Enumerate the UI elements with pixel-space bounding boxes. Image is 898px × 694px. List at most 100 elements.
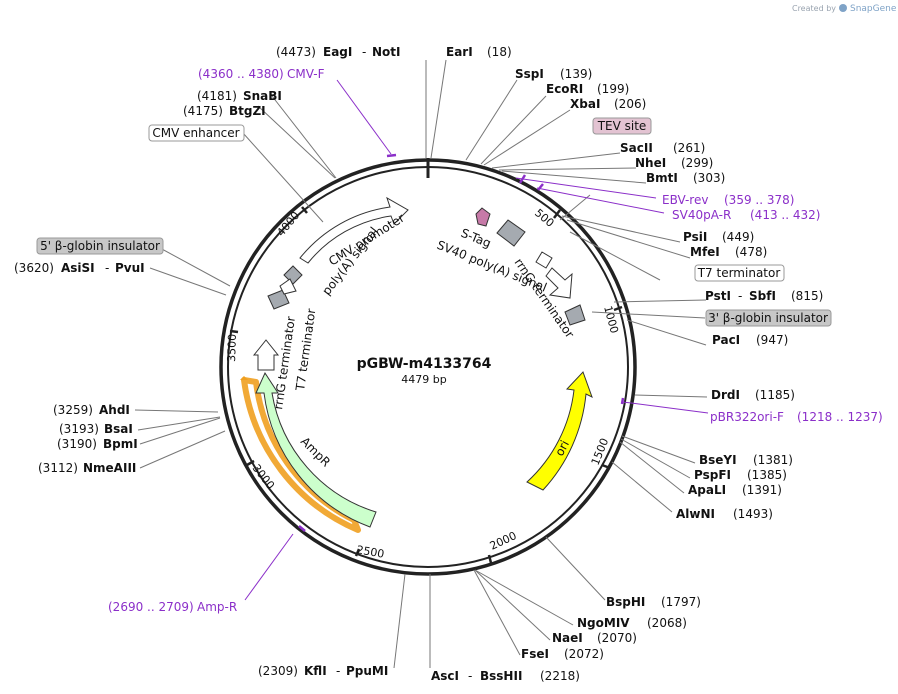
rrng-left-label: rrnG terminator (271, 315, 298, 410)
eari-pos: (18) (487, 45, 512, 59)
naei-label[interactable]: NaeI (552, 631, 583, 645)
sbfi-label[interactable]: SbfI (749, 289, 776, 303)
paci-label[interactable]: PacI (712, 333, 740, 347)
asisi-pvui-sep: - (105, 261, 109, 275)
nmeaiii-label[interactable]: NmeAIII (83, 461, 136, 475)
sspi-label[interactable]: SspI (515, 67, 544, 81)
ppumi-label[interactable]: PpuMI (346, 664, 388, 678)
globin3-box (705, 309, 832, 327)
naei-pos: (2070) (597, 631, 637, 645)
tev-site-box (592, 117, 652, 135)
credit-prefix: Created by (792, 4, 836, 13)
mfei-label[interactable]: MfeI (690, 245, 720, 259)
rrng-right-arrow (545, 267, 573, 299)
sv40pa-r-label[interactable]: SV40pA-R (672, 208, 731, 222)
eagi-pos: (4473) (276, 45, 316, 59)
kfli-pos: (2309) (258, 664, 298, 678)
kfli-label[interactable]: KflI (304, 664, 327, 678)
t7-terminator-box (694, 264, 785, 282)
ecori-label[interactable]: EcoRI (546, 82, 583, 96)
ahdi-pos: (3259) (53, 403, 93, 417)
snabi-pos: (4181) (197, 89, 237, 103)
credit-brand: SnapGene (850, 4, 897, 14)
feature-gray-box-2 (267, 289, 290, 310)
ampr-highlight-tip (240, 376, 248, 380)
tick-label-3500: 3500 (225, 334, 239, 362)
bsphi-label[interactable]: BspHI (606, 595, 645, 609)
drdi-label[interactable]: DrdI (711, 388, 740, 402)
cmv-promoter-arrow (299, 196, 409, 264)
bmti-label[interactable]: BmtI (646, 171, 678, 185)
globin5-label: 5' β-globin insulator (40, 239, 160, 253)
cmv-enhancer-box (148, 124, 245, 142)
asci-label[interactable]: AscI (431, 669, 459, 683)
snapgene-logo-icon (839, 4, 847, 12)
tick-label-2000: 2000 (488, 529, 519, 553)
tev-site-label: TEV site (597, 119, 647, 133)
ngomiv-label[interactable]: NgoMIV (577, 616, 630, 630)
asisi-label[interactable]: AsiSI (61, 261, 95, 275)
bpmi-label[interactable]: BpmI (103, 437, 138, 451)
eagi-label[interactable]: EagI (323, 45, 352, 59)
pbr322-range: (1218 .. 1237) (797, 410, 883, 424)
btgzi-pos: (4175) (183, 104, 223, 118)
ebv-rev-label[interactable]: EBV-rev (662, 193, 708, 207)
leader-lines (134, 59, 708, 669)
cmv-f-label[interactable]: CMV-F (287, 67, 325, 81)
cmv-enhancer-label: CMV enhancer (152, 126, 239, 140)
fsei-label[interactable]: FseI (521, 647, 549, 661)
pvui-label[interactable]: PvuI (115, 261, 145, 275)
pbr322-label[interactable]: pBR322ori-F (710, 410, 784, 424)
cmv-f-range: (4360 .. 4380) (198, 67, 284, 81)
ori-arrow (526, 371, 593, 491)
psii-pos: (449) (722, 230, 754, 244)
xbai-label[interactable]: XbaI (570, 97, 600, 111)
globin3-label: 3' β-globin insulator (708, 311, 828, 325)
nhei-label[interactable]: NheI (635, 156, 666, 170)
insulator-3-box (564, 304, 586, 326)
asci-pos: (2218) (540, 669, 580, 683)
sacii-label[interactable]: SacII (620, 141, 653, 155)
pspfi-label[interactable]: PspFI (694, 468, 731, 482)
bseyi-pos: (1381) (753, 453, 793, 467)
psii-label[interactable]: PsiI (683, 230, 707, 244)
alwni-label[interactable]: AlwNI (676, 507, 715, 521)
ori-label: ori (552, 438, 572, 458)
ngomiv-pos: (2068) (647, 616, 687, 630)
rrng-right-label: rrnG terminator (512, 256, 577, 341)
asisi-pos: (3620) (14, 261, 54, 275)
apali-pos: (1391) (742, 483, 782, 497)
tick-label-2500: 2500 (355, 543, 385, 561)
ebv-rev-range: (359 .. 378) (724, 193, 794, 207)
btgzi-label[interactable]: BtgZI (229, 104, 266, 118)
snabi-label[interactable]: SnaBI (243, 89, 282, 103)
plasmid-name: pGBW-m4133764 (357, 356, 492, 372)
bseyi-label[interactable]: BseYI (699, 453, 737, 467)
psti-pos: (815) (791, 289, 823, 303)
sspi-pos: (139) (560, 67, 592, 81)
ampr-primer-highlight (241, 377, 361, 533)
sv40-box (496, 219, 526, 247)
ahdi-label[interactable]: AhdI (99, 403, 130, 417)
amp-r-label[interactable]: Amp-R (197, 600, 237, 614)
noti-label[interactable]: NotI (372, 45, 401, 59)
pspfi-pos: (1385) (747, 468, 787, 482)
primer-marks (298, 153, 625, 532)
sv40pa-r-range: (413 .. 432) (750, 208, 820, 222)
xbai-pos: (206) (614, 97, 646, 111)
bsai-label[interactable]: BsaI (104, 422, 133, 436)
polya-small-arrow (279, 278, 297, 295)
psti-label[interactable]: PstI (705, 289, 731, 303)
kfli-ppumi-sep: - (336, 664, 340, 678)
psti-sbfi-sep: - (738, 289, 742, 303)
plasmid-length: 4479 bp (401, 373, 446, 386)
bsai-pos: (3193) (59, 422, 99, 436)
apali-label[interactable]: ApaLI (688, 483, 726, 497)
rrng-right-box (535, 251, 553, 269)
eari-label[interactable]: EarI (446, 45, 473, 59)
bsshii-label[interactable]: BssHII (480, 669, 522, 683)
ecori-pos: (199) (597, 82, 629, 96)
nmeaiii-pos: (3112) (38, 461, 78, 475)
drdi-pos: (1185) (755, 388, 795, 402)
